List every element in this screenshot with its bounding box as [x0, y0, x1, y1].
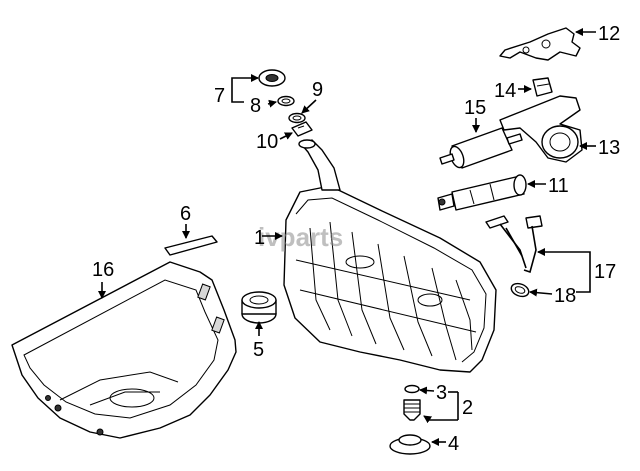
part-6-pad — [164, 235, 218, 256]
callout-13: 13 — [598, 137, 620, 159]
callout-10: 10 — [256, 131, 278, 153]
callout-5: 5 — [253, 339, 264, 361]
part-10-neck-clip — [291, 121, 313, 137]
callout-16: 16 — [92, 259, 114, 281]
part-17-sending-unit — [485, 215, 543, 274]
part-9-ring — [288, 112, 306, 124]
callout-17: 17 — [594, 261, 616, 283]
part-11-fuel-pump — [437, 174, 527, 211]
part-8-seal — [277, 95, 295, 107]
callout-3: 3 — [436, 382, 447, 404]
part-1-fuel-tank — [283, 139, 497, 373]
part-5-lock-ring — [241, 291, 277, 324]
part-12-bracket — [499, 27, 581, 61]
callout-9: 9 — [312, 79, 323, 101]
part-13-pump-bracket — [499, 95, 583, 163]
callout-1: 1 — [254, 227, 265, 249]
callout-2: 2 — [462, 397, 473, 419]
part-18-seal — [510, 282, 530, 298]
callout-15: 15 — [464, 97, 486, 119]
callout-18: 18 — [554, 285, 576, 307]
callout-4: 4 — [448, 433, 459, 455]
part-14-clip — [532, 77, 553, 97]
part-15-fuel-filter — [439, 127, 523, 169]
callouts: 12 7 8 9 10 14 15 13 11 6 1 — [92, 23, 620, 455]
part-3-washer — [404, 384, 420, 394]
part-4-mount — [389, 434, 431, 455]
callout-7: 7 — [214, 85, 225, 107]
callout-14: 14 — [494, 80, 516, 102]
part-7-cap — [258, 69, 286, 87]
callout-6: 6 — [180, 203, 191, 225]
callout-12: 12 — [598, 23, 620, 45]
callout-11: 11 — [548, 175, 569, 197]
part-2-drain-plug — [403, 399, 421, 421]
watermark-text: ivparts — [258, 222, 343, 252]
part-16-tank-shield — [11, 261, 237, 439]
callout-8: 8 — [250, 95, 261, 117]
